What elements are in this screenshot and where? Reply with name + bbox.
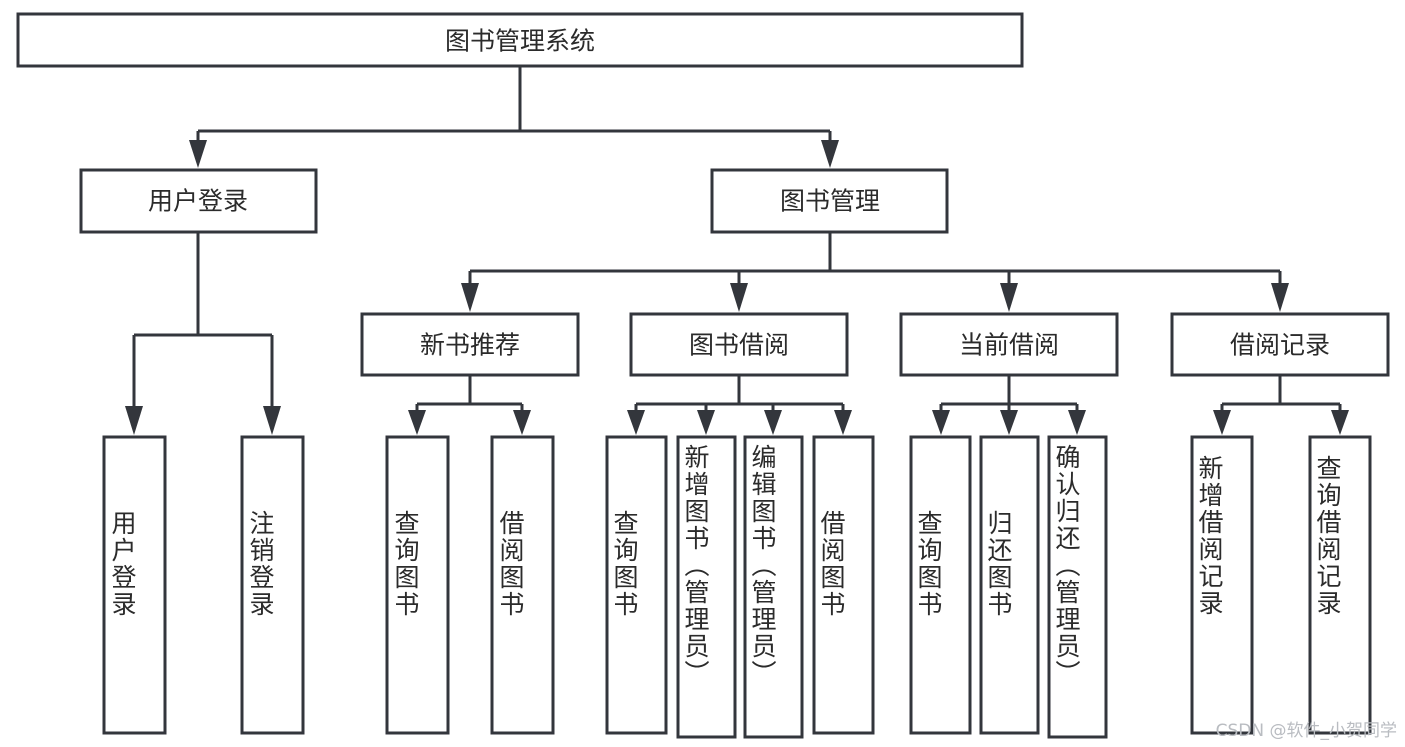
arrow-userlogin-leaf-1 [125,406,143,435]
node-book-manage-box[interactable] [710,168,949,234]
leaf-box-current-borrow-3[interactable] [1047,435,1108,739]
leaf-box-current-borrow-1[interactable] [909,435,972,735]
leaf-box-book-borrow-4[interactable] [812,435,875,735]
leaf-box-book-borrow-1[interactable] [605,435,668,735]
node-current-borrow-box[interactable] [899,312,1119,377]
connectors-group [125,66,1349,435]
node-user-login-label: 用户登录 [148,187,248,216]
arrow-to-book-borrow [730,283,748,312]
leaf-box-book-borrow-2[interactable] [676,435,737,739]
arrow-currentborrow-leaf-2 [1000,410,1018,435]
node-book-borrow-box[interactable] [629,312,849,377]
node-user-login-box[interactable] [79,168,318,234]
arrow-to-user-login [189,140,207,168]
arrow-bookborrow-leaf-2 [697,410,715,435]
arrow-userlogin-leaf-2 [263,406,281,435]
leaf-box-borrow-record-1[interactable] [1190,435,1254,735]
arrow-bookborrow-leaf-3 [764,410,782,435]
arrow-to-current-borrow [1000,283,1018,312]
arrow-currentborrow-leaf-1 [932,410,950,435]
arrow-currentborrow-leaf-3 [1068,410,1086,435]
leaf-box-user-login-1[interactable] [102,435,167,735]
node-new-book-recommend-label: 新书推荐 [420,331,520,360]
node-current-borrow-label: 当前借阅 [959,331,1059,360]
csdn-watermark: CSDN @软件_小贺同学 [1215,721,1397,741]
node-book-borrow-label: 图书借阅 [689,331,789,360]
leaf-box-new-book-1[interactable] [385,435,450,735]
leaf-box-user-login-2[interactable] [240,435,305,735]
arrow-to-book-manage [821,140,839,168]
nodes-group: 图书管理系统 用户登录 图书管理 新书推荐 图书借阅 当前借阅 借阅记录 [16,12,1390,739]
node-root-box[interactable] [16,12,1024,68]
leaf-box-new-book-2[interactable] [490,435,555,735]
arrow-newbook-leaf-1 [408,410,426,435]
arrow-to-new-book [461,283,479,312]
node-new-book-recommend-box[interactable] [360,312,580,377]
node-borrow-record-label: 借阅记录 [1230,331,1330,360]
arrow-newbook-leaf-2 [513,410,531,435]
arrow-bookborrow-leaf-4 [834,410,852,435]
arrow-bookborrow-leaf-1 [627,410,645,435]
arrow-to-borrow-record [1271,283,1289,312]
arrow-borrowrecord-leaf-2 [1331,410,1349,435]
node-borrow-record-box[interactable] [1170,312,1390,377]
node-book-manage-label: 图书管理 [780,187,880,216]
leaf-box-borrow-record-2[interactable] [1308,435,1372,735]
leaf-box-book-borrow-3[interactable] [743,435,804,739]
arrow-borrowrecord-leaf-1 [1213,410,1231,435]
leaf-box-current-borrow-2[interactable] [979,435,1040,735]
node-root-label: 图书管理系统 [445,27,595,56]
